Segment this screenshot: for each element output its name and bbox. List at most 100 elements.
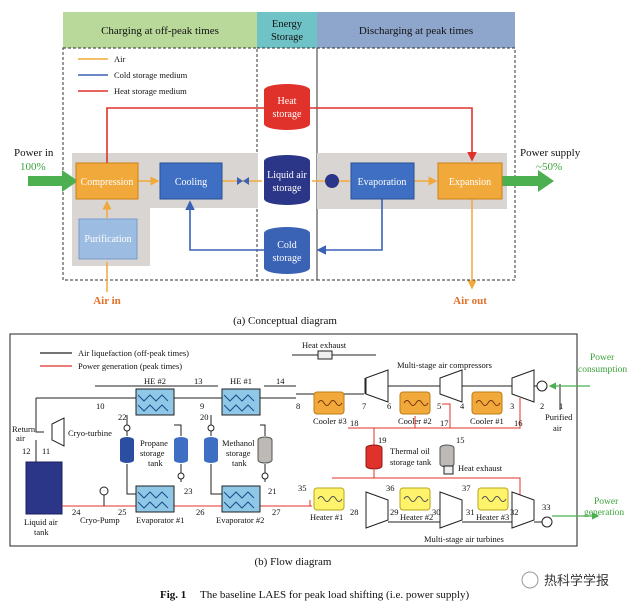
cold-storage-label-1: Cold [277, 240, 296, 251]
methanol-l3: tank [232, 458, 247, 468]
fig-text: The baseline LAES for peak load shifting… [200, 589, 469, 601]
node-14: 14 [276, 376, 285, 386]
heater-1 [313, 487, 345, 511]
node-18: 18 [350, 418, 359, 428]
heater2-label: Heater #2 [400, 512, 433, 522]
node-9: 9 [200, 401, 204, 411]
cryo-pump-label: Cryo-Pump [80, 515, 120, 525]
pump-21-icon [261, 472, 269, 480]
cold-storage-label-2: storage [273, 253, 302, 264]
evaporation-label: Evaporation [358, 177, 407, 188]
legend-power-gen: Power generation (peak times) [78, 361, 182, 371]
node-2: 2 [540, 401, 544, 411]
heat-exhaust-tank [439, 444, 455, 468]
conceptual-diagram: Charging at off-peak times Energy Storag… [14, 12, 581, 327]
he-2 [135, 388, 175, 416]
header-charging [63, 12, 257, 48]
cryo-pump-icon [99, 486, 109, 496]
header-charging-label: Charging at off-peak times [101, 25, 219, 37]
evaporation-block [350, 162, 415, 200]
liquid-air-tank-l2: tank [34, 527, 49, 537]
heat-storage-tank [264, 84, 310, 130]
power-consumption-l2: consumption [578, 365, 627, 375]
legend-heat: Heat storage medium [114, 86, 187, 96]
node-22: 22 [118, 412, 127, 422]
cooler3-label: Cooler #3 [313, 416, 347, 426]
node-16: 16 [514, 418, 523, 428]
heat-exhaust-mid-icon [443, 465, 454, 475]
purification-block [78, 218, 138, 260]
compressor-2 [439, 369, 463, 403]
pump-23-icon [177, 472, 185, 480]
line-11 [35, 398, 44, 433]
node-4: 4 [460, 401, 465, 411]
power-consumption-l1: Power [590, 353, 615, 363]
liquid-air-tank-b [25, 461, 63, 515]
node-3: 3 [510, 401, 514, 411]
heat-exhaust-top-icon [317, 350, 333, 360]
header-discharging-label: Discharging at peak times [359, 25, 473, 37]
cold-storage-tank [264, 227, 310, 274]
node-1: 1 [559, 401, 563, 411]
heat-line-right [310, 107, 477, 162]
caption-a: (a) Conceptual diagram [233, 315, 337, 327]
node-6: 6 [387, 401, 391, 411]
he1-label: HE #1 [230, 376, 252, 386]
thermal-oil-l1: Thermal oil [390, 446, 431, 456]
propane-l3: tank [148, 458, 163, 468]
expansion-label: Expansion [449, 177, 491, 188]
evap-fins [137, 491, 255, 509]
node-12: 12 [22, 446, 31, 456]
legend-air: Air [114, 54, 126, 64]
tank-he-lines [126, 415, 266, 436]
node-19: 19 [378, 435, 387, 445]
methanol-tank-warm [257, 436, 273, 464]
power-in-pct: 100% [20, 161, 46, 173]
header-storage-label-2: Storage [271, 32, 303, 43]
header-storage [257, 12, 317, 48]
node-10: 10 [96, 401, 105, 411]
heat-storage-label-2: storage [273, 109, 302, 120]
node-29: 29 [390, 507, 399, 517]
purification-label: Purification [84, 234, 131, 245]
node-11: 11 [42, 446, 50, 456]
node-7: 7 [362, 401, 366, 411]
node-numbers: 1 2 3 4 5 6 7 8 9 10 11 12 13 14 15 16 1… [22, 376, 563, 517]
power-in-label: Power in [14, 147, 54, 159]
propane-tank-cold [120, 437, 134, 463]
he-fins [137, 394, 255, 412]
cooling-block [159, 162, 223, 200]
node-8: 8 [296, 401, 300, 411]
propane-l2: storage [140, 448, 165, 458]
liquid-air-label-1: Liquid air [267, 170, 307, 181]
node-33: 33 [542, 502, 551, 512]
expansion-block [437, 162, 503, 200]
methanol-tank-cold [204, 437, 218, 463]
return-air-l2: air [16, 433, 25, 443]
compression-label: Compression [81, 177, 134, 188]
liquid-air-tank-l1: Liquid air [24, 517, 58, 527]
air-in-label: Air in [93, 295, 121, 307]
power-supply-label: Power supply [520, 147, 581, 159]
he-1 [221, 388, 261, 416]
oil-cooler-lines [414, 403, 451, 428]
header-discharging [317, 12, 515, 48]
propane-tank-warm [174, 437, 188, 463]
cold-line-left [185, 200, 264, 251]
return-air-l1: Return [12, 424, 36, 434]
heater-2 [399, 487, 431, 511]
thermal-oil-tank [365, 444, 383, 470]
caption-b: (b) Flow diagram [255, 556, 332, 568]
cooler-2 [399, 391, 431, 415]
cooler-coils [317, 400, 501, 406]
cooler-3 [313, 391, 345, 415]
evaporator1-label: Evaporator #1 [136, 515, 184, 525]
heat-exhaust-mid-label: Heat exhaust [458, 463, 503, 473]
turbine-2 [439, 491, 463, 529]
methanol-l2: storage [226, 448, 251, 458]
node-15: 15 [456, 435, 465, 445]
motor-icon [536, 380, 548, 392]
liquid-air-tank [264, 155, 310, 205]
node-17: 17 [440, 418, 449, 428]
